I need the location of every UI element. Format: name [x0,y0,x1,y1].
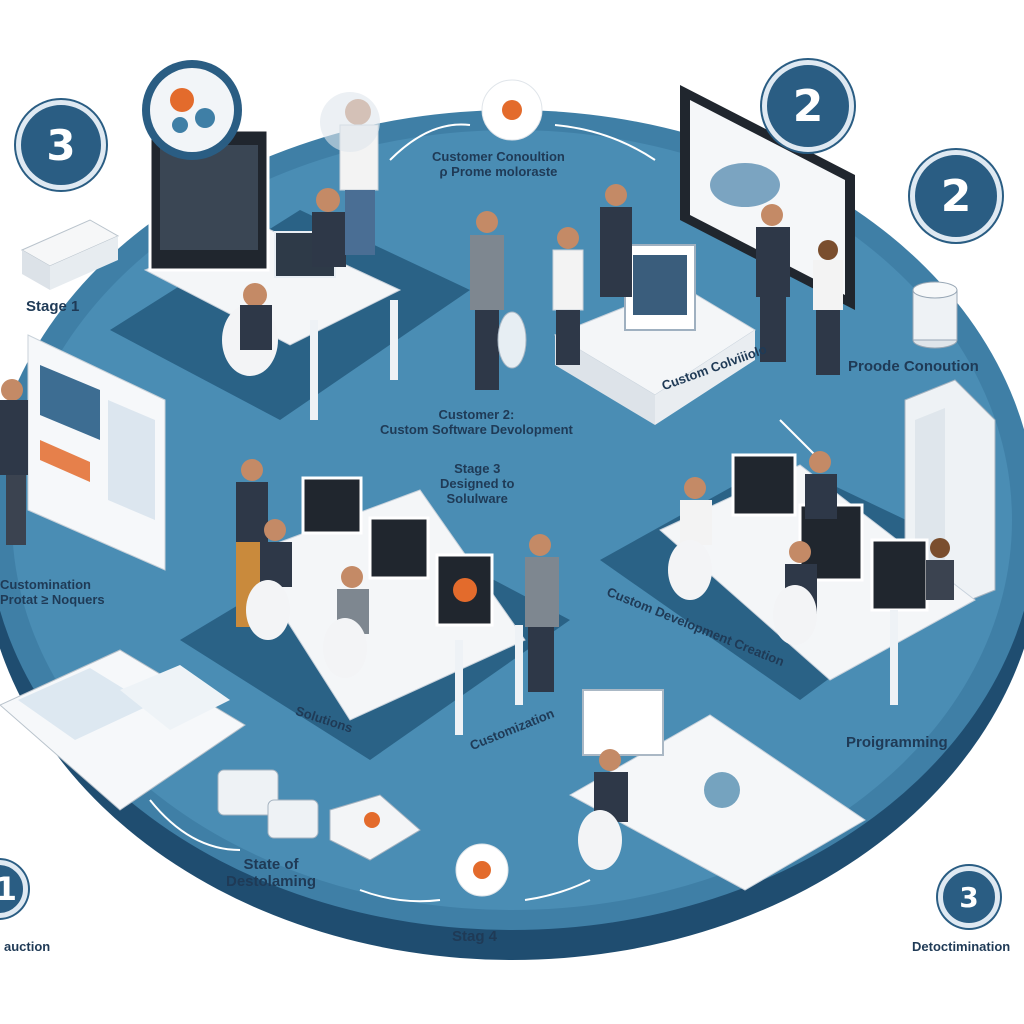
consultation-group [470,184,756,425]
label-line: Designed to [440,475,515,491]
flow-path [524,879,591,901]
stage-number-badge: 2 [762,60,854,152]
label-stage-1: Stage 1 [26,298,80,315]
flow-path [554,124,656,161]
label-customization-left: Customination Protat ≥ Noquers [0,577,105,608]
stage-number-badge: 2 [910,150,1002,242]
workstation-bottom-right [568,689,866,891]
workstation-right [659,451,976,705]
flow-path [389,123,471,161]
label-line: Stage 3 [454,461,501,476]
label-determination: Detoctimination [912,939,1011,954]
flower-icon-top [481,79,543,141]
label-auction: auction [4,939,51,954]
flower-icon-bottom [455,843,509,897]
label-line: Customer Conoultion [432,149,565,164]
label-line: Protat ≥ Noquers [0,591,105,607]
label-state-of-developing: State of Destolaming [226,856,316,891]
person-standing-top [320,92,380,255]
label-customer-consultation: Customer Conoultion ρ Prome moloraste [432,149,565,180]
flow-path [359,889,441,903]
label-custom-software-development: Customer 2: Custom Software Devolopment [380,407,573,438]
label-line: ρ Prome moloraste [439,163,558,179]
label-line: Destolaming [226,873,317,891]
stage-number-badge: 3 [16,100,106,190]
label-line: Customer 2: [438,407,515,422]
gears-icon [142,60,242,160]
stage-number-badge: 3 [938,866,1000,928]
label-programming: Proigramming [846,734,948,751]
monitor-top-right [680,85,855,375]
flow-path [779,419,816,456]
paper-stack [20,219,120,290]
documents-bottom-left [0,649,246,811]
workstation-center [236,459,559,735]
label-provide-consultation: Proode Conoution [848,358,979,375]
label-stage-4: Stag 4 [452,928,498,945]
workstation-top-left [143,128,402,420]
label-line: State of [243,856,299,873]
flow-path [149,799,241,851]
label-stage-3: Stage 3 Designed to Solulware [440,461,515,507]
label-line: Solulware [446,490,508,506]
whiteboard-left [0,334,166,571]
label-line: Customination [0,577,91,592]
puzzle-pieces [217,769,421,861]
label-line: Custom Software Devolopment [380,421,573,437]
disk-stack-icon [912,281,958,349]
